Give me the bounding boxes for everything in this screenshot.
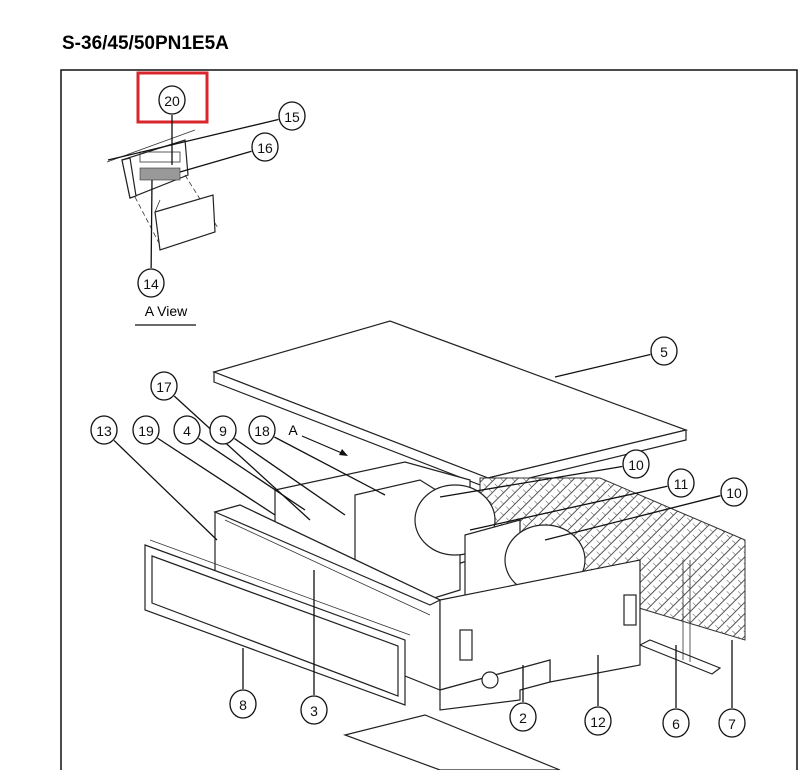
callouts: 20 15 16 14 5 17 13 19 4 9 18 10 11 10 8 3 2 12 6 7 [90, 85, 748, 738]
callout-number: 13 [96, 423, 112, 439]
callout-circle [132, 415, 160, 445]
callout-16: 16 [251, 132, 279, 162]
leader-line-16 [179, 150, 252, 173]
callout-13: 13 [90, 415, 118, 445]
leader-line-19 [157, 437, 276, 516]
callout-number: 2 [519, 710, 527, 726]
callout-number: 19 [138, 423, 154, 439]
leader-lines [107, 115, 733, 708]
callout-8: 8 [229, 689, 257, 719]
callout-19: 19 [132, 415, 160, 445]
leader-line-4 [198, 437, 306, 511]
callout-circle [209, 415, 237, 445]
callout-number: 8 [239, 697, 247, 713]
leader-line-14 [150, 179, 153, 269]
callout-number: 14 [143, 276, 159, 292]
control-box-view: A View [106, 129, 219, 326]
callout-circle [650, 336, 678, 366]
callout-number: 5 [660, 344, 668, 360]
callout-circle [90, 415, 118, 445]
callout-18: 18 [248, 415, 276, 445]
callout-number: 9 [219, 423, 227, 439]
callout-circle [251, 132, 279, 162]
a-view-label: A View [145, 303, 188, 319]
callout-circle [137, 268, 165, 298]
callout-circle [509, 702, 537, 732]
callout-number: 3 [310, 703, 318, 719]
front-flange [144, 539, 411, 706]
callout-9: 9 [209, 415, 237, 445]
callout-circle [720, 477, 748, 507]
diagram-title: S-36/45/50PN1E5A [62, 33, 229, 54]
top-panel [212, 320, 689, 489]
leader-line-5 [554, 353, 651, 378]
callout-12: 12 [584, 706, 612, 736]
callout-4: 4 [173, 415, 201, 445]
callout-circle [667, 468, 695, 498]
direction-label: A [288, 422, 298, 438]
callout-number: 17 [156, 379, 172, 395]
leader-line-13 [113, 439, 218, 541]
callout-number: 6 [672, 716, 680, 732]
leader-line-18 [274, 436, 386, 496]
callout-circle [150, 371, 178, 401]
leader-line-10 [439, 465, 623, 498]
callout-circle [278, 101, 306, 131]
callout-number: 4 [183, 423, 191, 439]
callout-20: 20 [158, 85, 186, 115]
callout-5: 5 [650, 336, 678, 366]
callout-circle [229, 689, 257, 719]
callout-11: 11 [667, 468, 695, 498]
leader-line-9 [234, 438, 346, 516]
callout-circle [300, 695, 328, 725]
callout-17: 17 [150, 371, 178, 401]
callout-circle [584, 706, 612, 736]
leader-line-15 [107, 118, 279, 161]
callout-6: 6 [662, 708, 690, 738]
leader-line-17 [173, 395, 311, 521]
callout-2: 2 [509, 702, 537, 732]
leader-line-11 [469, 485, 668, 531]
callout-circle [718, 708, 746, 738]
callout-number: 11 [674, 476, 689, 492]
callout-number: 10 [726, 485, 742, 501]
callout-number: 16 [257, 140, 273, 156]
callout-number: 15 [284, 109, 300, 125]
callout-circle [248, 415, 276, 445]
callout-7: 7 [718, 708, 746, 738]
callout-10: 10 [622, 449, 650, 479]
bottom-panel [342, 714, 561, 770]
callout-15: 15 [278, 101, 306, 131]
callout-number: 7 [728, 716, 736, 732]
filter-rail [638, 639, 722, 675]
callout-circle [158, 85, 186, 115]
callout-circle [173, 415, 201, 445]
callout-10: 10 [720, 477, 748, 507]
diagram-frame [60, 69, 798, 770]
callout-number: 20 [164, 93, 180, 109]
callout-number: 12 [590, 714, 606, 730]
direction-arrow-icon [301, 435, 348, 456]
callout-circle [662, 708, 690, 738]
callout-number: 18 [254, 423, 270, 439]
leader-line-10 [544, 495, 721, 541]
callout-circle [622, 449, 650, 479]
callout-14: 14 [137, 268, 165, 298]
callout-number: 10 [628, 457, 644, 473]
callout-3: 3 [300, 695, 328, 725]
